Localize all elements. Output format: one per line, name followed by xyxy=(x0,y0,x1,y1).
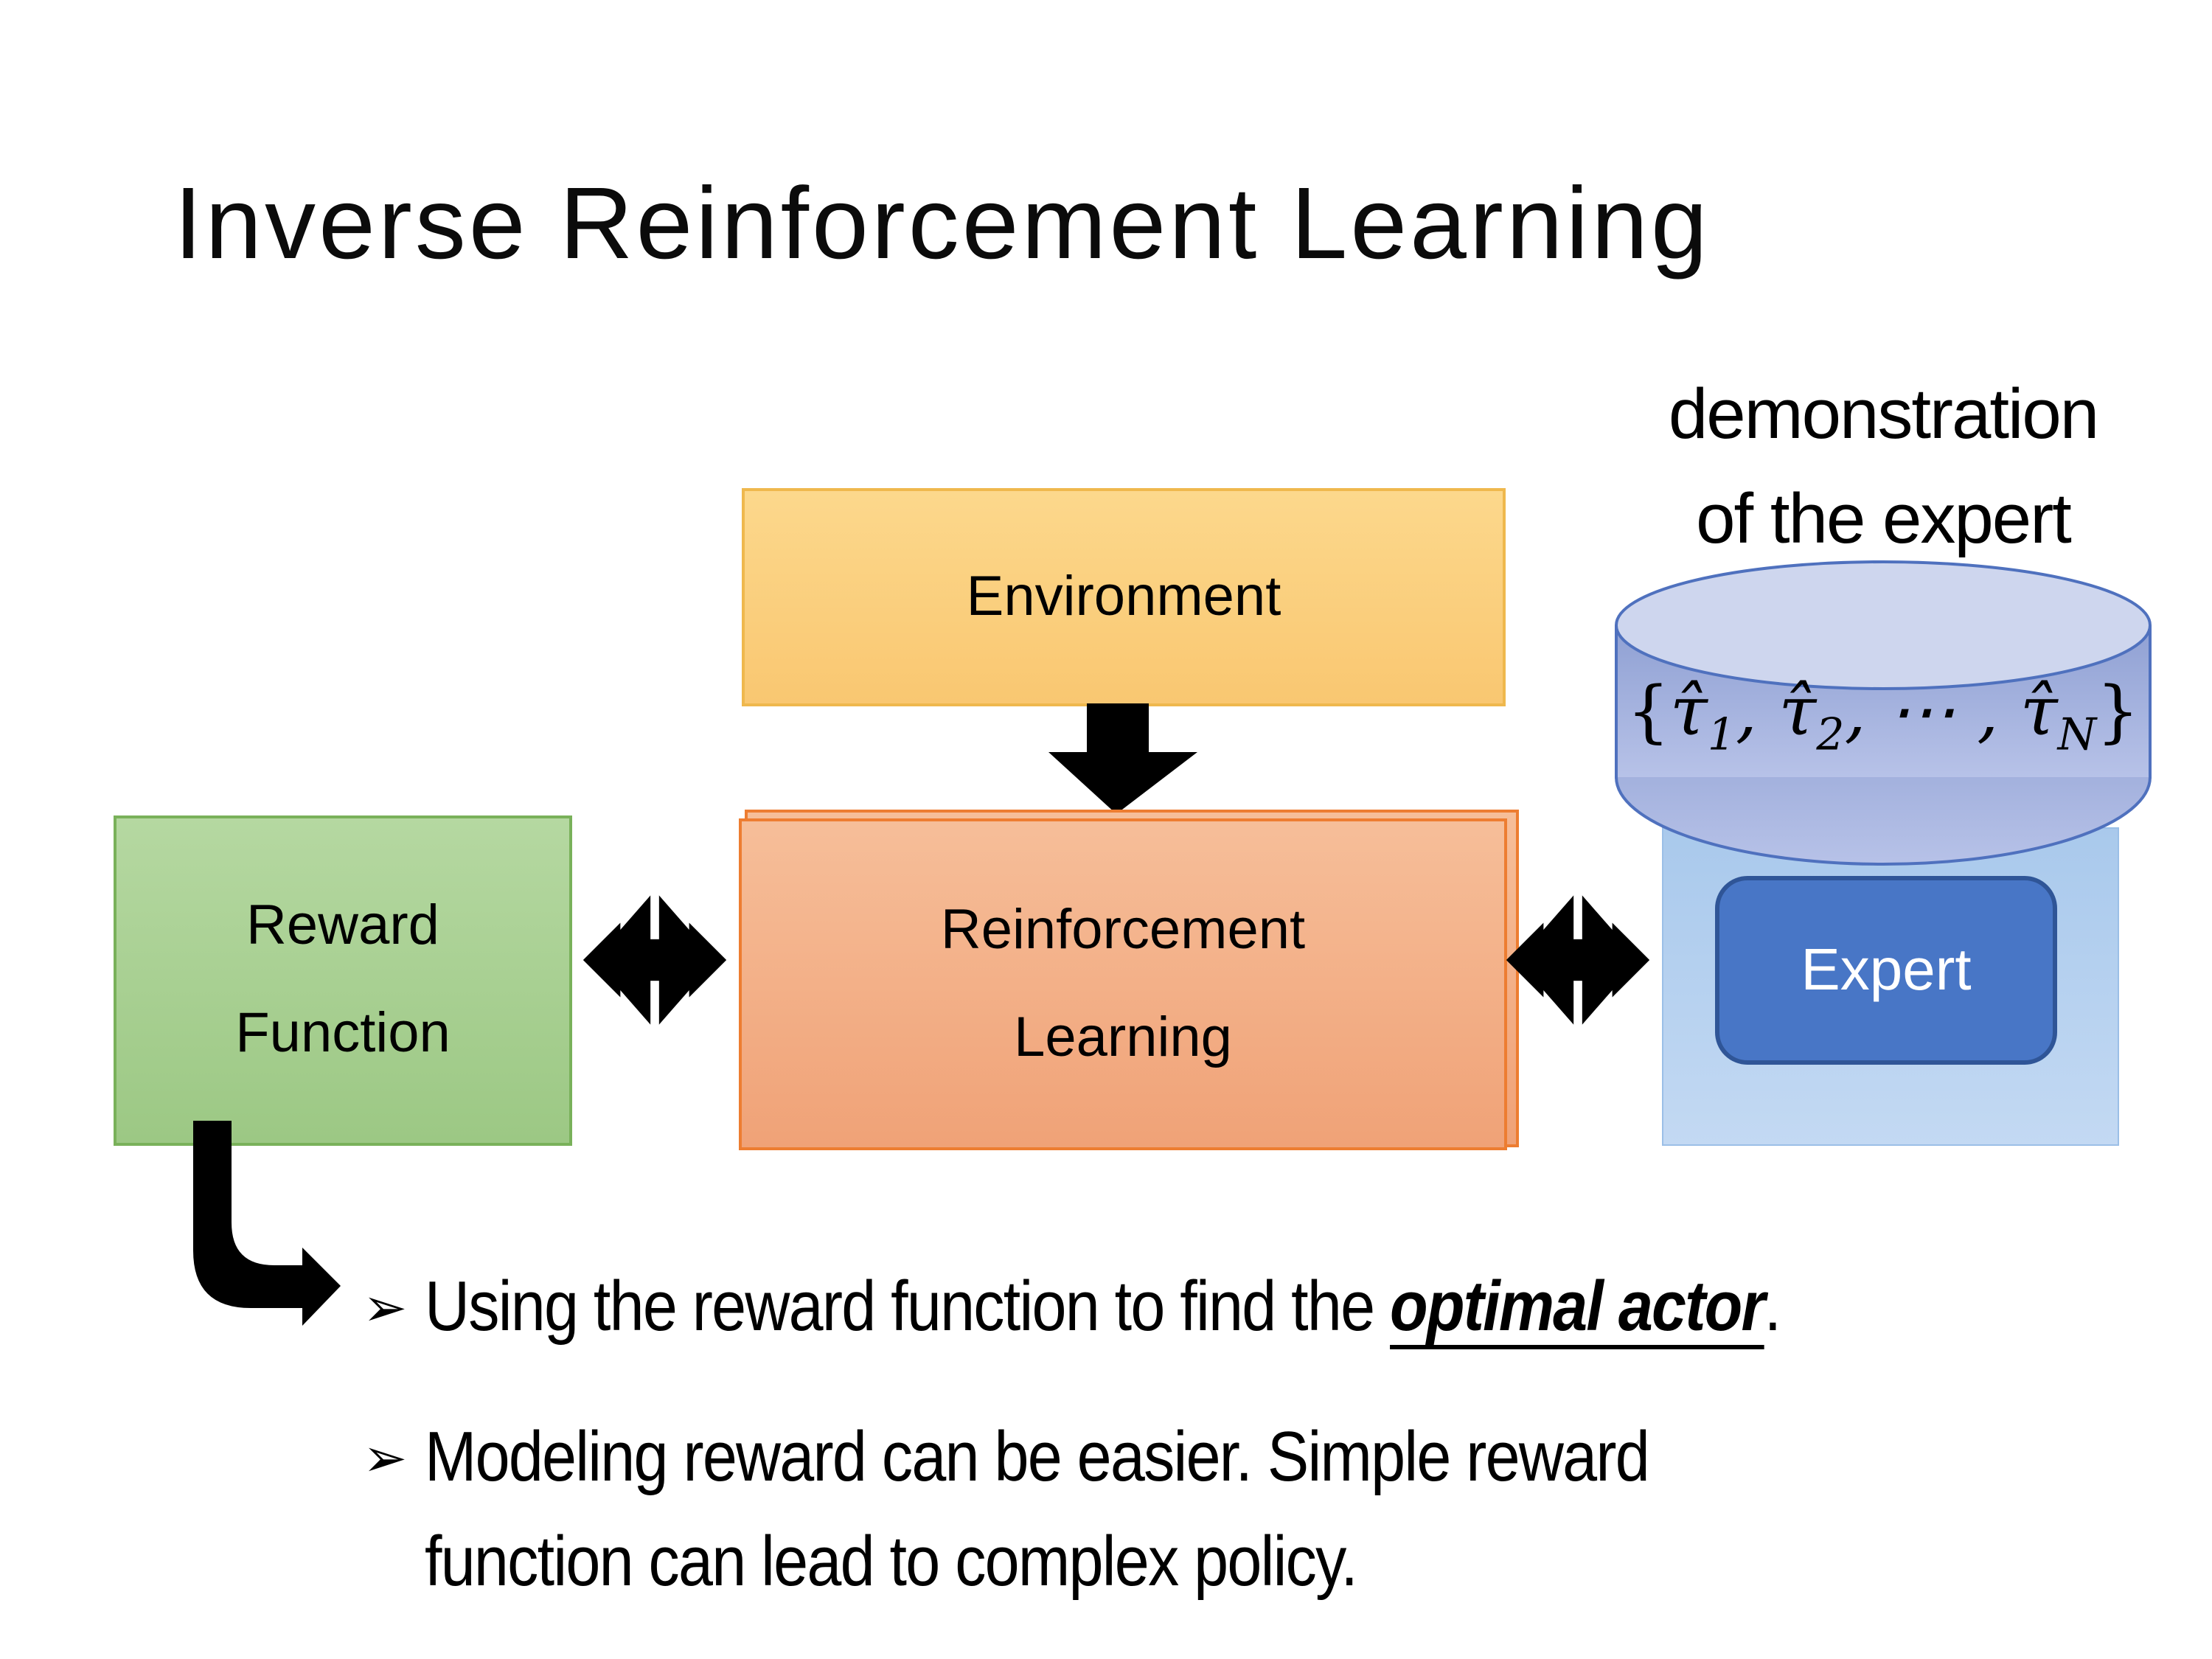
bullet-1-text: Using the reward function to find the op… xyxy=(425,1255,1782,1360)
reward-function-label-line2: Function xyxy=(235,1003,451,1065)
reinforcement-learning-box: Reinforcement Learning xyxy=(739,818,1507,1150)
expert-box: Expert xyxy=(1715,876,2057,1065)
bullet-1-marker-icon: ➢ xyxy=(363,1277,408,1338)
elbow-arrow-icon xyxy=(193,1121,341,1326)
bullet-1-suffix: . xyxy=(1764,1268,1782,1346)
slide-title: Inverse Reinforcement Learning xyxy=(174,167,1711,280)
bullet-item-1: ➢ Using the reward function to find the … xyxy=(363,1255,1965,1360)
reinforcement-learning-label-line1: Reinforcement xyxy=(940,899,1306,961)
formula-lbrace: { xyxy=(1627,671,1670,751)
environment-box: Environment xyxy=(742,488,1506,706)
bullet-1-emphasis: optimal actor xyxy=(1390,1268,1765,1346)
double-arrow-left-icon xyxy=(582,888,727,1032)
bullet-item-2: ➢ Modeling reward can be easier. Simple … xyxy=(363,1405,2098,1615)
demonstration-label-line2: of the expert xyxy=(1696,481,2072,559)
formula-comma2: , xyxy=(1844,671,1888,751)
formula-rbrace: } xyxy=(2096,671,2140,751)
bullet-2-line1: Modeling reward can be easier. Simple re… xyxy=(425,1419,1650,1497)
demonstration-database-cylinder xyxy=(1615,560,2152,866)
formula-tau2: τ̂ xyxy=(1778,671,1817,751)
formula-tauN: τ̂ xyxy=(2020,671,2058,751)
reinforcement-learning-label-line2: Learning xyxy=(1014,1006,1232,1068)
double-arrow-right-icon xyxy=(1506,888,1650,1032)
formula-tau1: τ̂ xyxy=(1669,671,1708,751)
bullet-2-text: Modeling reward can be easier. Simple re… xyxy=(425,1405,1898,1615)
down-arrow-icon xyxy=(1048,703,1197,814)
demonstration-label-line1: demonstration xyxy=(1668,376,2099,454)
demonstration-label: demonstration of the expert xyxy=(1588,363,2178,572)
trajectory-set-formula: {τ̂1, τ̂2, ⋯ , τ̂N} xyxy=(1610,671,2156,761)
formula-dots: ⋯ xyxy=(1888,671,1978,751)
formula-subN: N xyxy=(2057,709,2097,762)
expert-box-label: Expert xyxy=(1801,937,1972,1002)
bullet-2-marker-icon: ➢ xyxy=(363,1427,408,1488)
environment-box-label: Environment xyxy=(966,566,1281,627)
formula-comma1: , xyxy=(1735,671,1779,751)
reward-function-box: Reward Function xyxy=(114,815,572,1146)
formula-sub1: 1 xyxy=(1707,709,1736,762)
bullet-1-prefix: Using the reward function to find the xyxy=(425,1268,1391,1346)
formula-sub2: 2 xyxy=(1816,709,1845,762)
bullet-2-line2: function can lead to complex policy. xyxy=(425,1523,1358,1601)
formula-comma3: , xyxy=(1977,671,2020,751)
reward-function-label-line1: Reward xyxy=(246,895,439,957)
